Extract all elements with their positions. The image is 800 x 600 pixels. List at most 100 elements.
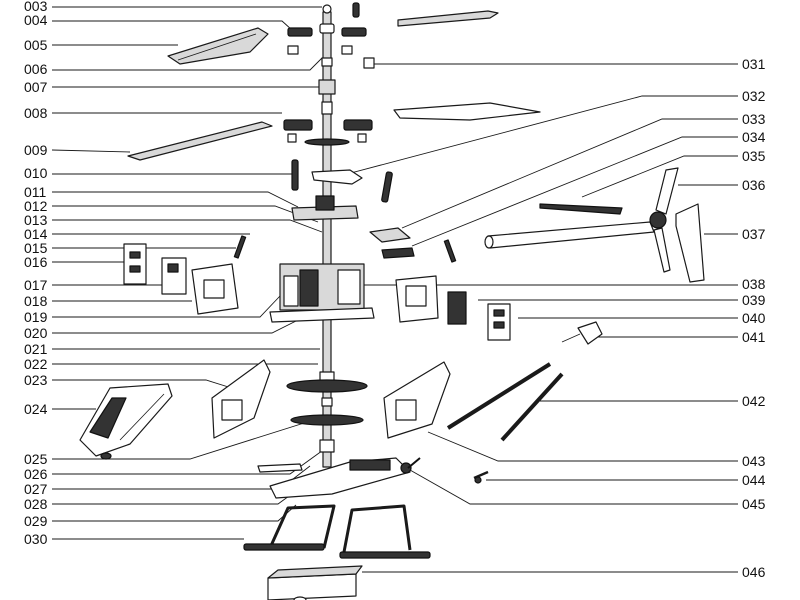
frame-plate-right <box>383 361 451 439</box>
label-017: 017 <box>24 277 48 293</box>
label-042: 042 <box>742 393 766 409</box>
label-044: 044 <box>742 472 766 488</box>
upper-blade-right <box>397 10 499 27</box>
leader-025 <box>52 417 321 460</box>
frame-plate-left <box>211 359 271 439</box>
bottom-fragment <box>293 596 307 600</box>
label-036: 036 <box>742 177 766 193</box>
label-045: 045 <box>742 496 766 512</box>
label-019: 019 <box>24 309 48 325</box>
label-030: 030 <box>24 531 48 547</box>
label-033: 033 <box>742 111 766 127</box>
left-labels: 003 004 005 006 007 008 009 010 011 012 … <box>24 0 48 547</box>
label-011: 011 <box>24 184 47 200</box>
label-040: 040 <box>742 310 766 326</box>
right-labels: 031 032 033 034 035 036 037 038 039 040 … <box>742 56 766 580</box>
label-008: 008 <box>24 105 48 121</box>
tail-strip <box>539 203 623 215</box>
leader-043 <box>427 431 738 462</box>
lower-blade-right <box>393 102 541 121</box>
label-015: 015 <box>24 240 48 256</box>
label-007: 007 <box>24 79 48 95</box>
label-005: 005 <box>24 37 48 53</box>
leader-009 <box>51 149 131 153</box>
leader-035 <box>581 155 738 198</box>
label-039: 039 <box>742 292 766 308</box>
gearbox <box>269 263 375 323</box>
label-023: 023 <box>24 372 48 388</box>
label-046: 046 <box>742 564 766 580</box>
panel-039 <box>447 291 467 325</box>
panel-040 <box>487 303 511 341</box>
panel-018 <box>191 263 239 315</box>
label-041: 041 <box>742 329 766 345</box>
part-031 <box>363 57 375 69</box>
label-028: 028 <box>24 496 48 512</box>
panel-016 <box>123 243 147 285</box>
label-027: 027 <box>24 481 48 497</box>
battery-box <box>267 565 363 600</box>
linkage-rods <box>291 159 393 203</box>
label-016: 016 <box>24 254 48 270</box>
panel-038 <box>395 275 439 323</box>
leader-045 <box>409 469 738 505</box>
swashplate <box>291 195 359 221</box>
landing-gear <box>243 504 431 559</box>
label-038: 038 <box>742 276 766 292</box>
label-043: 043 <box>742 453 766 469</box>
leader-033 <box>401 118 738 229</box>
label-022: 022 <box>24 356 48 372</box>
screw-044 <box>473 470 489 484</box>
label-010: 010 <box>24 165 48 181</box>
leader-006 <box>52 57 323 71</box>
top-screw <box>352 2 360 18</box>
label-013: 013 <box>24 212 48 228</box>
lower-rotor-grips <box>283 119 373 143</box>
label-032: 032 <box>742 88 766 104</box>
label-035: 035 <box>742 148 766 164</box>
leader-032 <box>331 95 738 179</box>
lower-blade-left <box>127 121 273 161</box>
tail-rods <box>446 362 564 442</box>
leader-029 <box>52 504 297 522</box>
label-025: 025 <box>24 451 48 467</box>
label-018: 018 <box>24 293 48 309</box>
label-034: 034 <box>742 129 766 145</box>
label-021: 021 <box>24 341 48 357</box>
swash-arm <box>311 169 363 185</box>
label-012: 012 <box>24 198 48 214</box>
canopy <box>79 383 173 460</box>
leader-013 <box>52 219 323 233</box>
label-004: 004 <box>24 12 48 28</box>
label-020: 020 <box>24 325 48 341</box>
label-006: 006 <box>24 61 48 77</box>
leader-034 <box>411 136 738 247</box>
upper-rotor-grips <box>287 27 367 55</box>
label-037: 037 <box>742 226 766 242</box>
leader-026 <box>52 447 327 475</box>
main-gears <box>286 371 368 453</box>
label-024: 024 <box>24 401 48 417</box>
leader-019 <box>52 295 281 318</box>
leader-lines <box>51 6 738 573</box>
label-026: 026 <box>24 466 48 482</box>
bracket-041 <box>561 321 603 345</box>
label-031: 031 <box>742 56 766 72</box>
label-029: 029 <box>24 513 48 529</box>
upper-blade-left <box>167 27 269 65</box>
label-009: 009 <box>24 142 48 158</box>
leader-011 <box>52 191 299 208</box>
chassis <box>257 457 421 499</box>
label-003: 003 <box>24 0 48 14</box>
leader-004 <box>52 20 293 31</box>
label-014: 014 <box>24 226 48 242</box>
board-034 <box>381 247 415 259</box>
panel-017 <box>161 257 187 295</box>
pins <box>233 235 457 263</box>
main-shaft <box>304 4 350 468</box>
board-033 <box>369 227 411 243</box>
leader-028 <box>52 487 301 505</box>
tail-assembly <box>484 167 705 283</box>
leader-020 <box>52 319 299 334</box>
